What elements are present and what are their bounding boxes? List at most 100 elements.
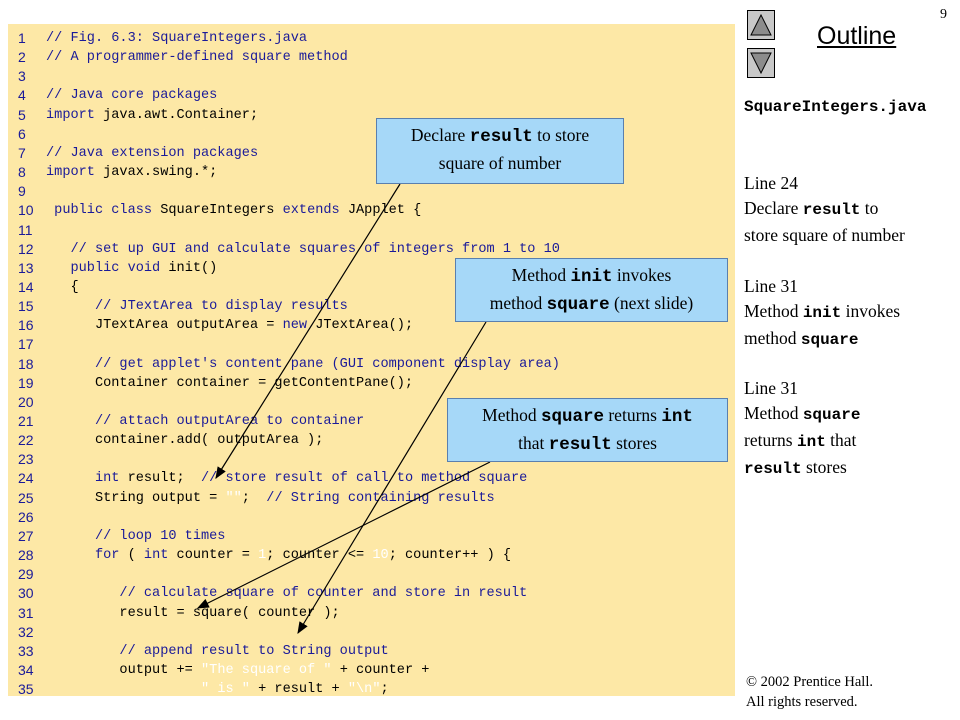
- line-number: 9: [18, 183, 26, 200]
- line-number: 11: [18, 221, 33, 238]
- code-token: ;: [380, 682, 389, 696]
- code-token: // String containing results: [266, 490, 495, 506]
- code-text: // Java core packages: [46, 86, 217, 105]
- code-text: " is " + result + "\n";: [46, 680, 389, 696]
- code-text: // calculate square of counter and store…: [46, 584, 527, 603]
- code-token: output +=: [46, 662, 201, 678]
- line-number: 19: [18, 374, 34, 391]
- copyright: © 2002 Prentice Hall. All rights reserve…: [746, 674, 873, 710]
- arrow-square-return: [196, 461, 491, 609]
- code-token: counter =: [168, 548, 259, 564]
- code-token: // store result of call to method square: [201, 471, 528, 487]
- code-token: Container container = getContentPane();: [46, 375, 414, 391]
- line-number: 8: [18, 164, 26, 181]
- code-text: // loop 10 times: [46, 527, 226, 546]
- code-text: // A programmer-defined square method: [46, 48, 348, 67]
- code-text: // JTextArea to display results: [46, 297, 348, 316]
- code-token: result;: [119, 471, 201, 487]
- code-token: // JTextArea to display results: [46, 299, 348, 315]
- code-token: {: [46, 279, 79, 295]
- code-token: "The square of ": [201, 662, 332, 678]
- code-token: 10: [372, 548, 389, 564]
- code-token: public class: [46, 203, 153, 219]
- line-number: 28: [18, 547, 34, 564]
- line-number: 32: [18, 623, 34, 640]
- line-number: 2: [18, 49, 26, 66]
- code-token: ; counter++ ) {: [388, 548, 512, 564]
- line-number: 13: [18, 259, 34, 276]
- line-number: 26: [18, 508, 34, 525]
- sidebar-filename: SquareIntegers.java: [744, 98, 927, 116]
- code-token: // Java core packages: [46, 88, 218, 104]
- code-token: new: [282, 318, 308, 334]
- line-number: 29: [18, 566, 34, 583]
- code-text: Container container = getContentPane();: [46, 374, 413, 393]
- code-text: public void init(): [46, 259, 217, 278]
- page-number: 9: [940, 7, 947, 22]
- code-token: int: [143, 548, 169, 564]
- line-number: 18: [18, 355, 34, 372]
- triangle-up-icon: [750, 13, 772, 36]
- code-token: ; counter <=: [266, 548, 373, 564]
- code-token: public void: [46, 260, 161, 276]
- code-token: " is ": [201, 682, 250, 696]
- arrow-result-declaration: [215, 183, 401, 480]
- line-number: 27: [18, 527, 34, 544]
- line-number: 10: [18, 202, 34, 219]
- line-number: 3: [18, 68, 26, 85]
- line-number: 14: [18, 278, 34, 295]
- line-number: 21: [18, 413, 34, 429]
- code-token: result = square( counter );: [46, 605, 340, 621]
- outline-title: Outline: [817, 22, 897, 50]
- code-token: + result +: [249, 682, 348, 696]
- code-token: String output =: [46, 490, 226, 506]
- line-number: 7: [18, 144, 26, 161]
- code-token: for: [46, 548, 120, 564]
- code-token: // append result to String output: [46, 643, 389, 659]
- next-slide-button[interactable]: [747, 48, 775, 78]
- sidebar-note-line24: Line 24 Declare result to store square o…: [744, 173, 905, 245]
- code-text: // get applet's content pane (GUI compon…: [46, 355, 560, 374]
- line-number: 33: [18, 642, 34, 659]
- callout-declare-result: Declare result to store square of number: [376, 118, 624, 184]
- code-token: ;: [241, 490, 267, 506]
- code-token: + counter +: [331, 662, 430, 678]
- code-text: public class SquareIntegers extends JApp…: [46, 201, 421, 220]
- code-text: import javax.swing.*;: [46, 163, 217, 182]
- code-text: // Fig. 6.3: SquareIntegers.java: [46, 29, 307, 48]
- code-text: {: [46, 278, 79, 297]
- code-token: // attach outputArea to container: [46, 414, 365, 429]
- code-token: javax.swing.*;: [94, 165, 218, 181]
- triangle-down-icon: [750, 52, 772, 75]
- line-number: 24: [18, 470, 34, 487]
- code-token: import: [46, 107, 95, 123]
- line-number: 30: [18, 585, 34, 602]
- line-number: 6: [18, 125, 26, 142]
- callout-square-returns-int: Method square returns int that result st…: [447, 398, 728, 462]
- line-number: 34: [18, 661, 34, 678]
- line-number: 35: [18, 681, 34, 696]
- code-token: // get applet's content pane (GUI compon…: [46, 356, 560, 372]
- arrow-init-call: [297, 321, 487, 635]
- code-token: SquareIntegers: [152, 203, 283, 219]
- code-text: JTextArea outputArea = new JTextArea();: [46, 316, 413, 335]
- sidebar-note-line31-square: Line 31 Method square returns int that r…: [744, 378, 861, 478]
- code-token: import: [46, 165, 95, 181]
- code-token: // A programmer-defined square method: [46, 50, 348, 66]
- code-token: "\n": [347, 682, 381, 696]
- line-number: 16: [18, 317, 34, 334]
- line-number: 15: [18, 298, 34, 315]
- code-token: 1: [258, 548, 267, 564]
- code-text: // set up GUI and calculate squares of i…: [46, 240, 560, 259]
- code-text: result = square( counter );: [46, 604, 340, 623]
- line-number: 17: [18, 336, 34, 353]
- code-token: JApplet {: [339, 203, 422, 219]
- line-number: 1: [18, 30, 26, 46]
- code-token: init(): [160, 260, 218, 276]
- code-token: // set up GUI and calculate squares of i…: [46, 241, 560, 257]
- line-number: 22: [18, 432, 34, 449]
- code-token: extends: [282, 203, 340, 219]
- code-text: // attach outputArea to container: [46, 412, 364, 431]
- previous-slide-button[interactable]: [747, 10, 775, 40]
